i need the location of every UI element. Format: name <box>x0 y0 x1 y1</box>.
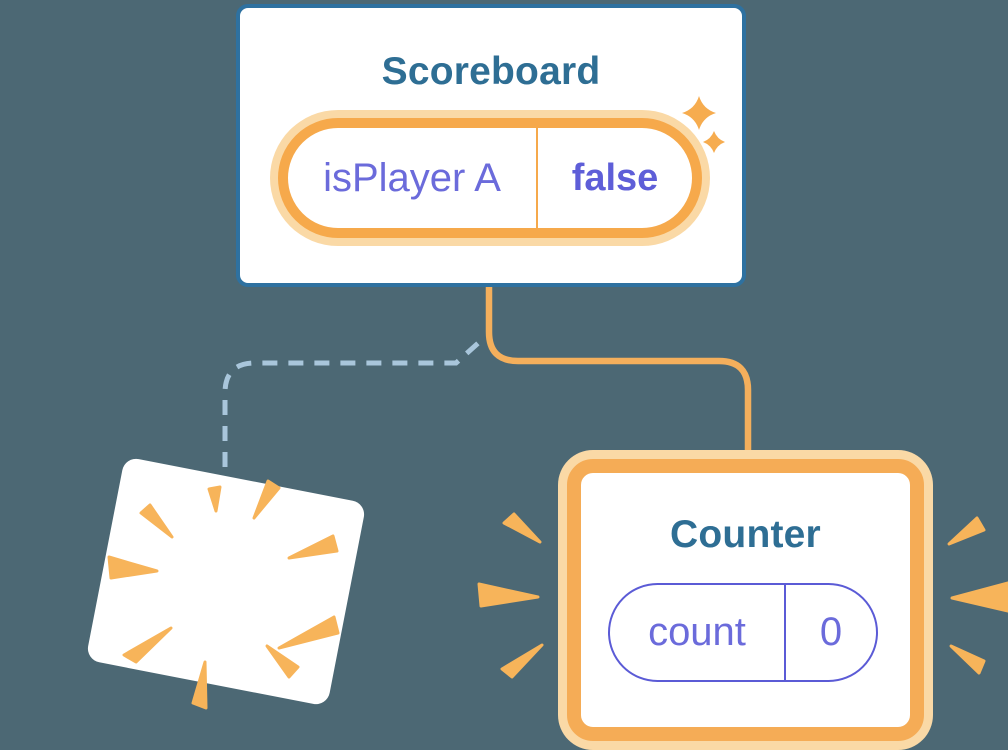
state-value-cell: 0 <box>786 585 876 680</box>
state-label: isPlayer A <box>323 155 501 200</box>
counter-card: Counter count 0 <box>567 459 924 741</box>
emphasis-ray <box>950 581 1008 613</box>
solid-connector-line <box>485 283 752 458</box>
dashed-connector-line <box>222 335 487 467</box>
pill-divider <box>536 128 538 228</box>
pill-divider <box>784 585 786 680</box>
state-value: 0 <box>819 610 843 654</box>
scoreboard-state-pill: isPlayer A false <box>278 118 702 238</box>
state-label: count <box>648 610 746 654</box>
emphasis-ray <box>477 582 540 608</box>
state-label-cell: count <box>610 585 784 680</box>
destroyed-card <box>85 456 367 707</box>
scoreboard-card: Scoreboard isPlayer A false <box>236 4 746 287</box>
state-value: false <box>571 156 659 199</box>
counter-title: Counter <box>670 513 821 556</box>
scoreboard-title: Scoreboard <box>381 50 601 93</box>
state-value-cell: false <box>538 128 692 228</box>
emphasis-ray <box>500 643 544 679</box>
emphasis-ray <box>947 516 986 546</box>
state-label-cell: isPlayer A <box>288 128 536 228</box>
emphasis-dashes-right-icon <box>947 516 1008 675</box>
emphasis-ray <box>502 512 542 544</box>
emphasis-ray <box>949 644 986 675</box>
counter-state-pill: count 0 <box>608 583 878 682</box>
emphasis-dashes-left-icon <box>477 512 544 679</box>
